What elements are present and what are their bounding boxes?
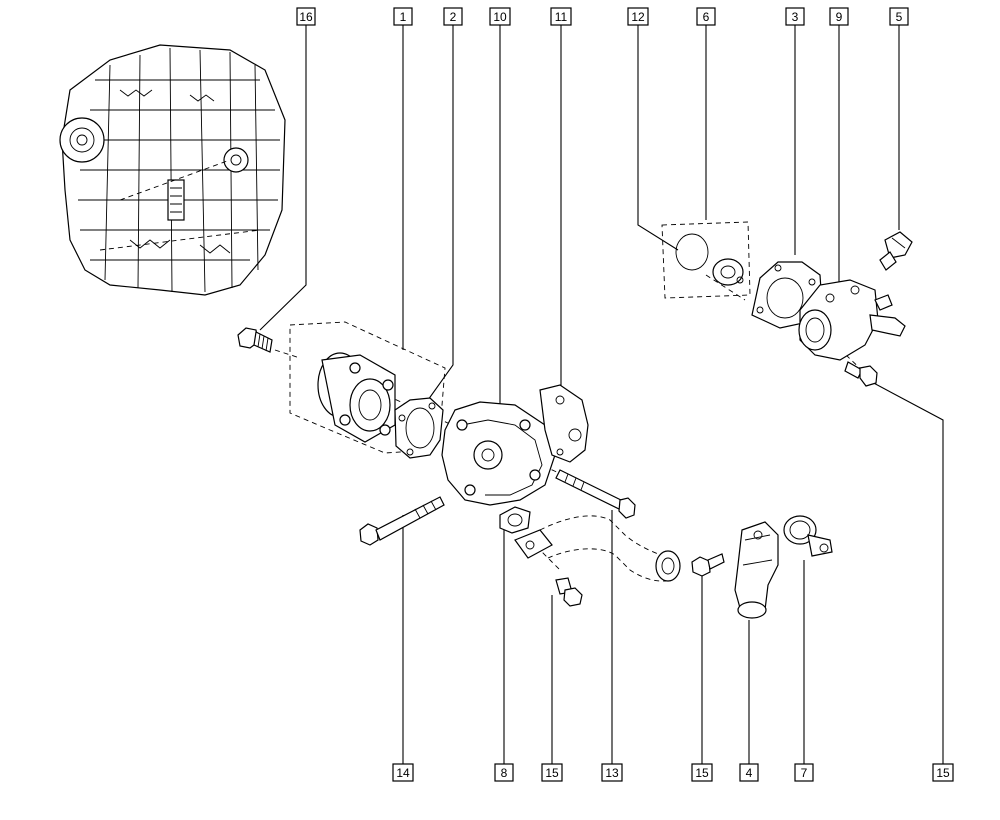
pipe-fitting: [514, 529, 553, 559]
coolant-hose: [539, 515, 681, 582]
callout-label: 4: [746, 766, 753, 780]
part-16-bolt: [237, 327, 273, 353]
callout-15b: 15: [691, 763, 713, 782]
part-10-pump-housing: [441, 401, 556, 506]
callout-11: 11: [550, 7, 572, 26]
part-9-outlet-housing: [798, 279, 906, 361]
callout-label: 14: [396, 766, 410, 780]
callout-15c: 15: [932, 763, 954, 782]
callout-14: 14: [392, 763, 414, 782]
leader-lines: [259, 25, 944, 764]
callout-label: 6: [703, 10, 710, 24]
callout-16: 16: [296, 7, 316, 26]
callout-label: 2: [450, 10, 457, 24]
part-12-6-kit: [661, 221, 751, 299]
callout-label: 15: [695, 766, 709, 780]
callout-4: 4: [739, 763, 759, 782]
callout-label: 8: [501, 766, 508, 780]
callout-10: 10: [489, 7, 511, 26]
engine-thumbnail: [59, 44, 286, 296]
callout-label: 16: [299, 10, 313, 24]
callout-8: 8: [494, 763, 514, 782]
part-4-outlet-elbow: [734, 521, 779, 619]
callout-3: 3: [785, 7, 805, 26]
callout-label: 15: [936, 766, 950, 780]
callout-label: 15: [545, 766, 559, 780]
part-13-long-bolt: [555, 469, 636, 519]
callout-1: 1: [393, 7, 413, 26]
callout-label: 13: [605, 766, 619, 780]
callout-2: 2: [443, 7, 463, 26]
callout-13: 13: [601, 763, 623, 782]
callout-9: 9: [829, 7, 849, 26]
callout-label: 9: [836, 10, 843, 24]
callout-label: 12: [631, 10, 645, 24]
part-7-thermostat: [783, 515, 833, 557]
callout-label: 5: [896, 10, 903, 24]
callout-label: 11: [555, 10, 568, 24]
part-15-bolt-middle: [691, 553, 725, 577]
part-5-sensor: [879, 231, 913, 271]
callout-5: 5: [889, 7, 909, 26]
callout-6: 6: [696, 7, 716, 26]
callout-label: 1: [400, 10, 407, 24]
callout-12: 12: [627, 7, 649, 26]
part-1-water-pump: [289, 321, 446, 454]
callout-label: 7: [801, 766, 808, 780]
part-11-gasket: [539, 384, 589, 463]
callout-label: 3: [792, 10, 799, 24]
callout-7: 7: [794, 763, 814, 782]
part-15-bolt-right: [844, 361, 878, 387]
part-14-long-bolt: [359, 496, 445, 546]
part-15-bolt-left: [555, 577, 583, 607]
callout-label: 10: [493, 10, 507, 24]
callout-15a: 15: [541, 763, 563, 782]
part-8-seal: [499, 506, 531, 534]
part-2-gasket: [394, 397, 444, 459]
